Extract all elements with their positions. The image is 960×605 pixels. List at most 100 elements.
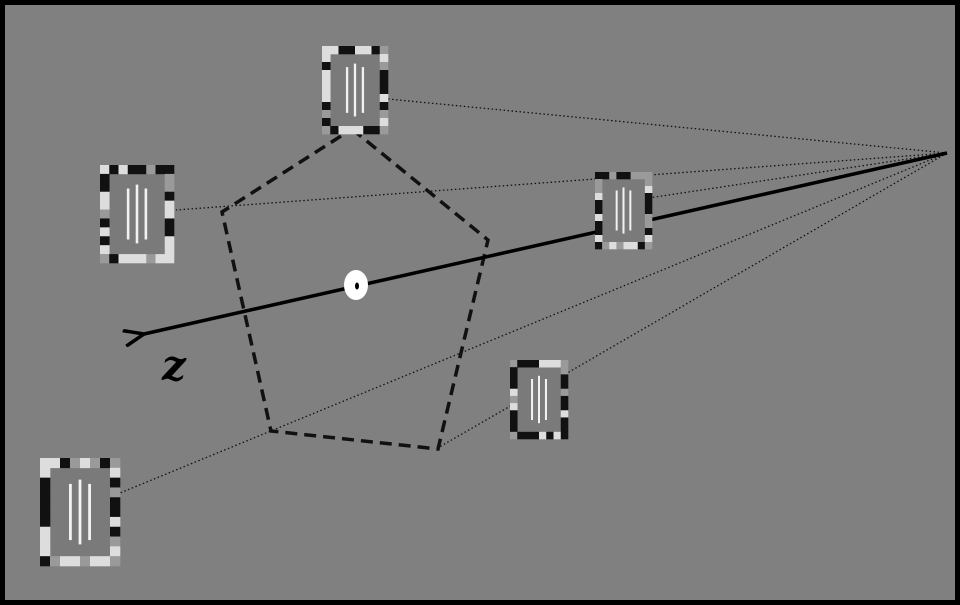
panel-border-cell: [40, 477, 51, 488]
panel-border-cell: [560, 431, 569, 440]
panel-border-cell: [110, 546, 121, 557]
panel-border-cell: [110, 507, 121, 518]
panel-border-cell: [330, 126, 339, 135]
panel-border-cell: [322, 62, 331, 71]
panel-border-cell: [510, 367, 518, 375]
panel-border-cell: [602, 242, 610, 250]
panel-border-cell: [616, 172, 624, 180]
panel-border-cell: [379, 62, 389, 71]
panel-border-cell: [363, 46, 372, 55]
panel-checker-border: [595, 172, 653, 250]
panel-border-cell: [110, 487, 121, 498]
panel-border-cell: [100, 218, 110, 228]
panel-left-mid: [100, 165, 175, 264]
panel-border-cell: [560, 381, 569, 390]
panel-border-cell: [60, 458, 71, 469]
panel-border-cell: [164, 209, 175, 219]
panel-border-cell: [346, 126, 356, 135]
panel-border-cell: [40, 526, 51, 537]
panel-bottom-left: [40, 458, 121, 567]
panel-border-cell: [40, 497, 51, 508]
center-marker: [344, 270, 368, 300]
panel-border-cell: [539, 431, 547, 440]
panel-border-cell: [379, 46, 389, 55]
panel-border-cell: [137, 165, 147, 175]
panel-border-cell: [90, 556, 101, 567]
panel-right-mid: [595, 172, 653, 250]
panel-checker-border: [322, 46, 389, 135]
panel-border-cell: [630, 242, 639, 250]
panel-border-cell: [322, 118, 331, 127]
panel-checker-border: [40, 458, 121, 567]
panel-border-cell: [110, 497, 121, 508]
panel-border-cell: [595, 221, 603, 229]
panel-border-cell: [644, 193, 653, 201]
panel-border-cell: [164, 173, 175, 184]
panel-border-cell: [637, 172, 646, 180]
panel-border-cell: [595, 179, 603, 187]
panel-border-cell: [110, 467, 121, 478]
panel-border-cell: [100, 173, 110, 184]
panel-border-cell: [40, 467, 51, 478]
panel-border-cell: [110, 526, 121, 537]
panel-border-cell: [100, 245, 110, 255]
panel-border-cell: [371, 46, 381, 55]
panel-border-cell: [510, 381, 518, 390]
panel-border-cell: [110, 536, 121, 547]
projection-line-bottom-left: [119, 152, 948, 494]
panel-border-cell: [595, 235, 603, 243]
panel-checker-border: [100, 165, 175, 264]
panel-border-cell: [637, 242, 646, 250]
panel-border-cell: [363, 126, 372, 135]
panel-border-cell: [322, 126, 331, 135]
panel-border-cell: [644, 235, 653, 243]
panel-border-cell: [644, 242, 653, 250]
panel-border-cell: [338, 46, 348, 55]
panel-border-cell: [371, 126, 381, 135]
panel-border-cell: [510, 403, 518, 411]
panel-border-cell: [602, 172, 610, 180]
panel-border-cell: [553, 431, 562, 440]
panel-border-cell: [531, 431, 540, 440]
panel-border-cell: [644, 207, 653, 215]
projection-line-right-mid: [621, 152, 948, 203]
panel-border-cell: [100, 236, 110, 246]
panel-border-cell: [338, 126, 348, 135]
panel-border-cell: [379, 54, 389, 63]
panel-border-cell: [595, 214, 603, 222]
panel-border-cell: [560, 417, 569, 425]
panel-border-cell: [623, 172, 631, 180]
panel-border-cell: [644, 200, 653, 208]
panel-border-cell: [40, 487, 51, 498]
panel-border-cell: [100, 556, 111, 567]
panel-border-cell: [100, 165, 110, 175]
panel-border-cell: [127, 254, 138, 264]
panel-border-cell: [40, 516, 51, 528]
panel-border-cell: [531, 360, 540, 368]
panel-border-cell: [524, 360, 533, 368]
panel-top: [322, 46, 389, 135]
panel-border-cell: [90, 458, 101, 469]
projection-line-left-mid: [175, 152, 948, 211]
panel-border-cell: [164, 227, 175, 237]
panel-border-cell: [80, 458, 91, 469]
panel-border-cell: [40, 507, 51, 518]
panel-border-cell: [322, 86, 331, 95]
panel-border-cell: [100, 182, 110, 193]
panel-border-cell: [127, 165, 138, 175]
dashed-pentagon: [220, 126, 490, 451]
panel-border-cell: [595, 186, 603, 194]
panel-border-cell: [100, 254, 110, 264]
panel-border-cell: [50, 556, 61, 567]
panel-border-cell: [70, 458, 81, 469]
panel-border-cell: [510, 395, 518, 404]
panel-border-cell: [595, 200, 603, 208]
panel-border-cell: [379, 110, 389, 119]
panel-border-cell: [379, 94, 389, 103]
panel-border-cell: [510, 417, 518, 425]
panel-border-cell: [164, 165, 175, 175]
panel-border-cell: [560, 395, 569, 404]
panel-border-cell: [609, 242, 617, 250]
panel-border-cell: [644, 186, 653, 194]
